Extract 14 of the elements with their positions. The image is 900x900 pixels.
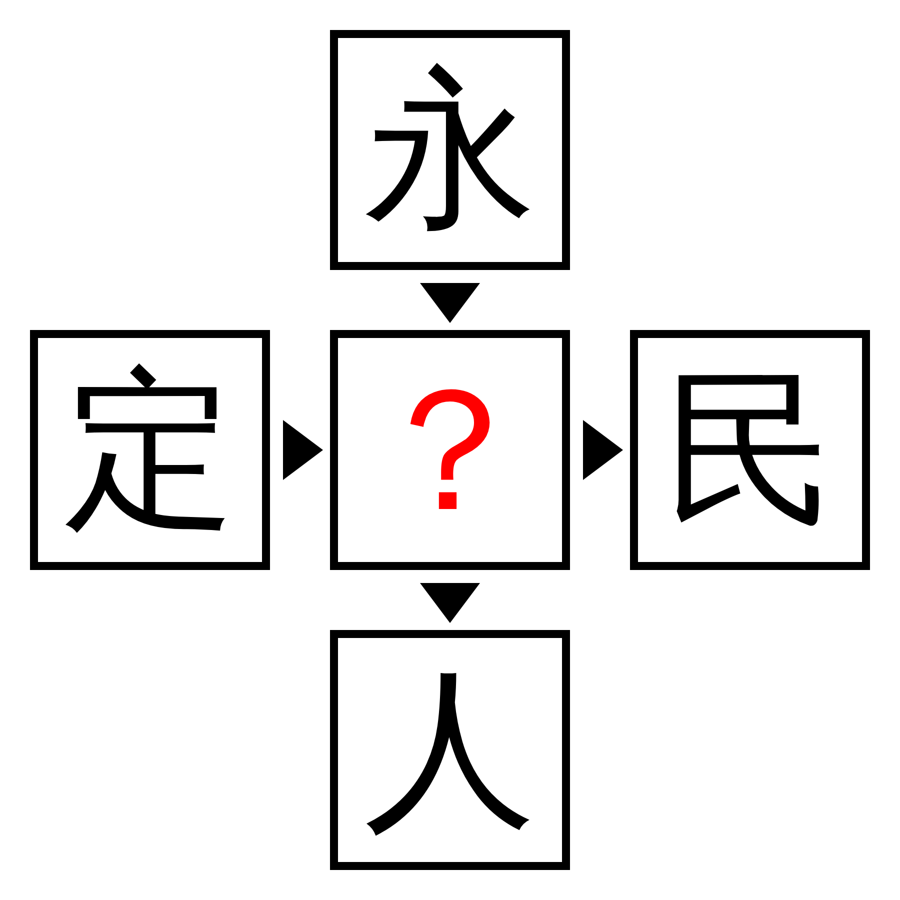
arrow	[283, 420, 323, 480]
character-box	[30, 330, 270, 570]
kanji-character: 民	[664, 364, 836, 536]
character-box	[330, 330, 570, 570]
kanji-character: 定	[64, 364, 236, 536]
arrow	[420, 583, 480, 623]
kanji-character: 人	[364, 664, 536, 836]
character-box	[630, 330, 870, 570]
character-box	[330, 30, 570, 270]
question-mark: ？	[364, 364, 536, 536]
kanji-character: 永	[364, 64, 536, 236]
arrow	[583, 420, 623, 480]
arrow	[420, 283, 480, 323]
character-box	[330, 630, 570, 870]
